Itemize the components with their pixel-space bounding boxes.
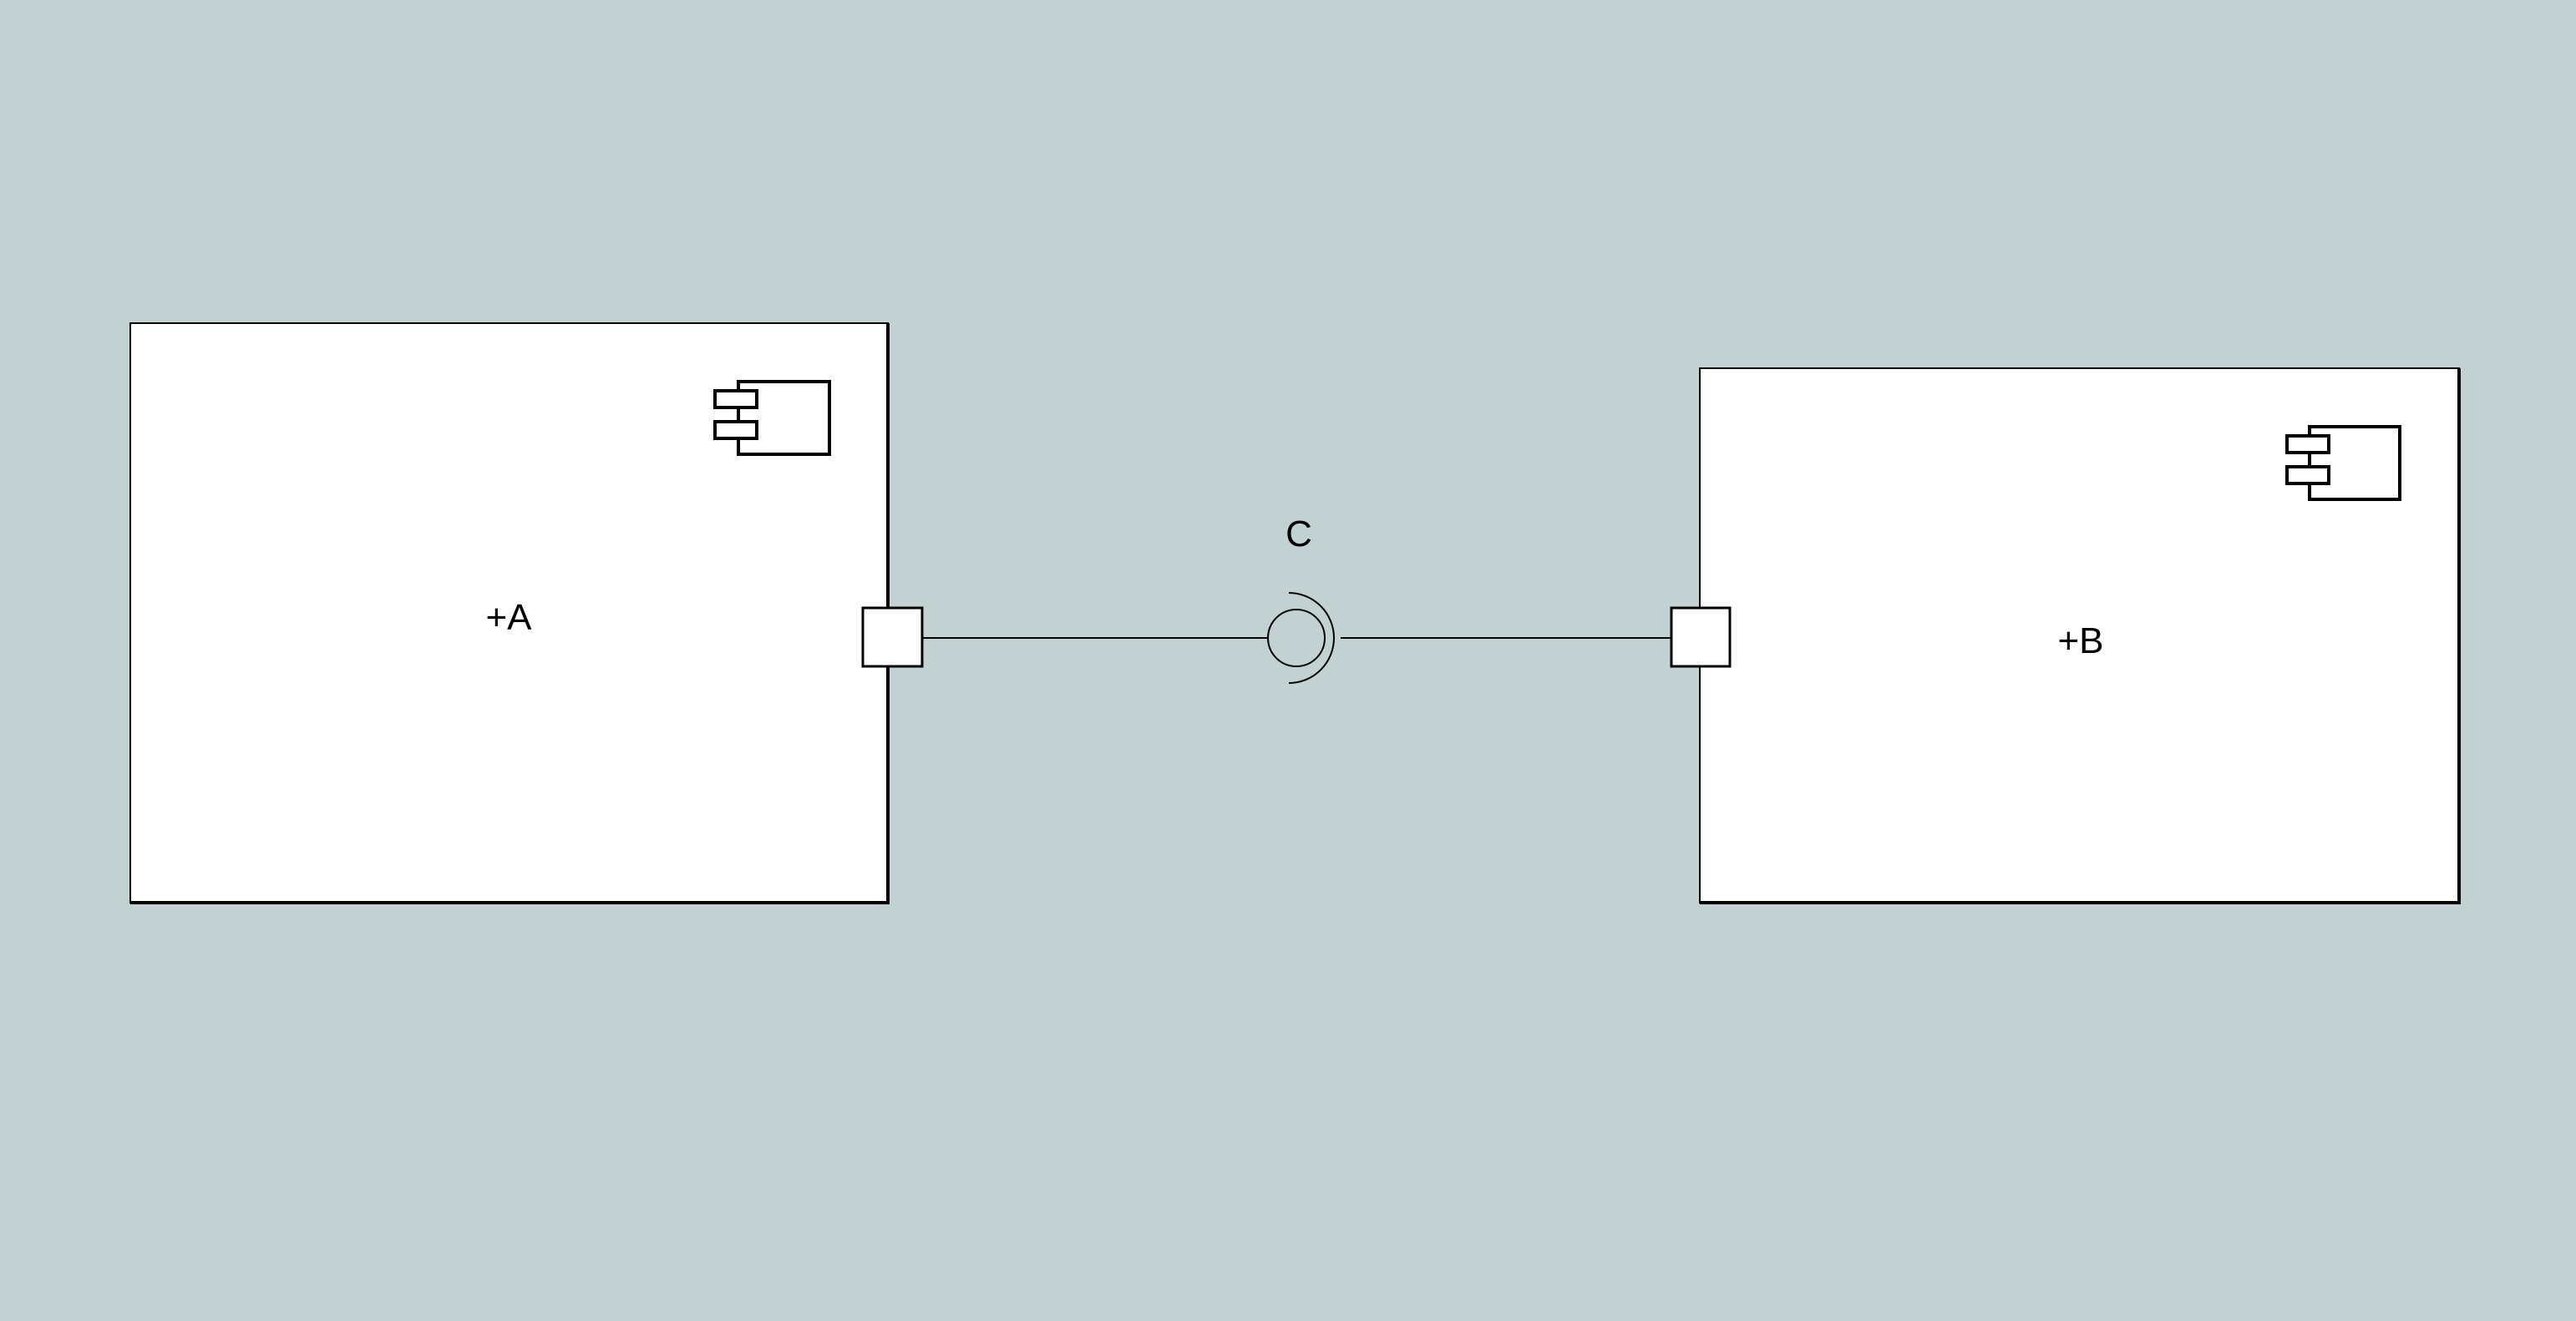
- interface-c-label: C: [1285, 514, 1312, 554]
- port-a[interactable]: [861, 606, 924, 668]
- required-interface-socket[interactable]: [1288, 592, 1335, 684]
- component-b-label: +B: [2057, 620, 2103, 661]
- component-icon: [2285, 425, 2401, 501]
- interface-c[interactable]: C: [1267, 514, 1335, 684]
- component-a[interactable]: +A: [129, 322, 890, 904]
- provided-interface-ball[interactable]: [1267, 609, 1326, 667]
- component-icon: [713, 380, 831, 456]
- component-b-shadow: [1700, 368, 2461, 904]
- component-a-label: +A: [485, 597, 532, 638]
- component-a-shadow: [130, 323, 890, 904]
- component-b[interactable]: +B: [1699, 367, 2461, 904]
- port-b[interactable]: [1670, 606, 1732, 668]
